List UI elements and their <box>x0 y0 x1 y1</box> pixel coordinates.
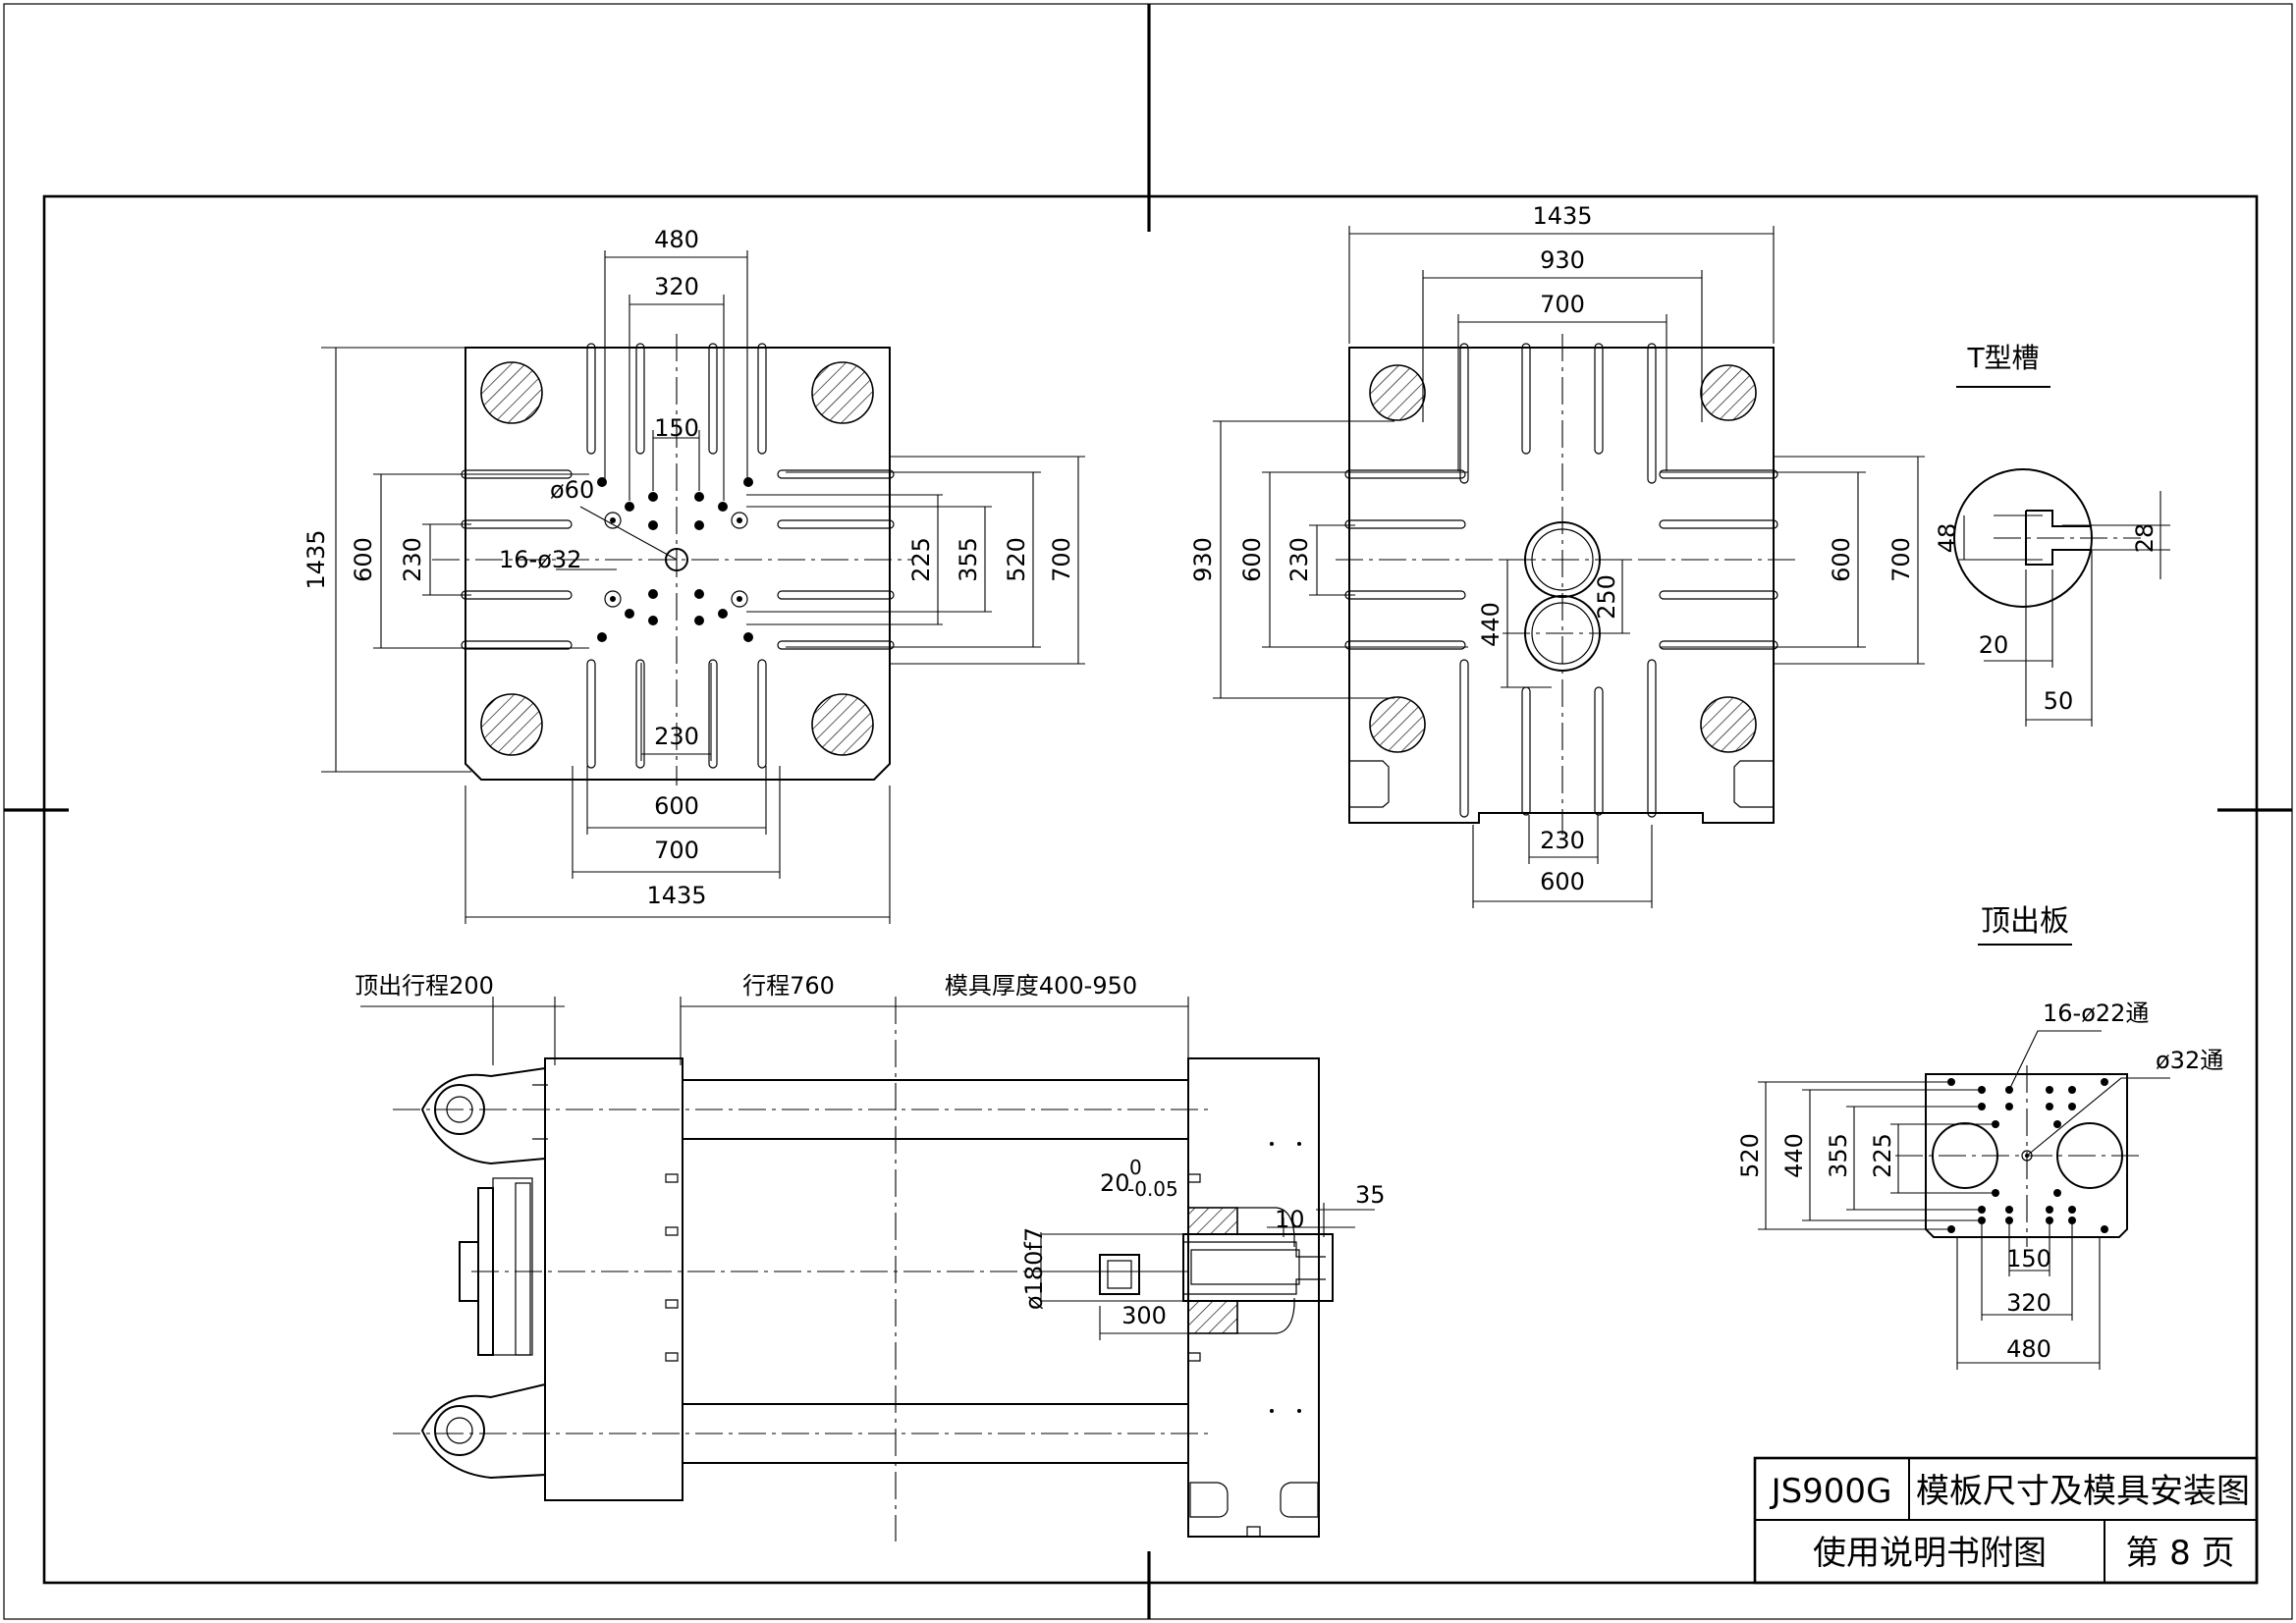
holes-22-label: 16-ø22通 <box>2043 1000 2149 1027</box>
dim-150: 150 <box>2006 1245 2051 1272</box>
dim-10: 10 <box>1275 1206 1305 1233</box>
drawing-title: 模板尺寸及模具安装图 <box>1916 1472 2250 1511</box>
dim-35: 35 <box>1355 1181 1386 1209</box>
dim-930: 930 <box>1540 246 1585 274</box>
t-slots <box>461 343 895 769</box>
dim-230-vertical: 230 <box>399 537 426 582</box>
moving-platen-view: 480 320 150 ø60 16-ø32 1435 600 230 225 … <box>302 226 1085 924</box>
dim-1435: 1435 <box>1532 202 1592 230</box>
t-slot-detail: T型槽 48 28 20 50 <box>1934 342 2170 727</box>
dim-320: 320 <box>654 273 699 300</box>
dim-700-bottom: 700 <box>654 837 699 864</box>
dim-600-vertical: 600 <box>350 537 377 582</box>
dim-700: 700 <box>1540 291 1585 318</box>
tolerance-lower: -0.05 <box>1127 1177 1178 1201</box>
dim-930-vertical: 930 <box>1189 537 1217 582</box>
dim-1435-bottom: 1435 <box>646 882 706 909</box>
dim-440: 440 <box>1477 602 1504 647</box>
title-block: JS900G 模板尺寸及模具安装图 使用说明书附图 第 8 页 <box>1753 1456 2259 1585</box>
dim-700-vertical: 700 <box>1048 537 1075 582</box>
model-number: JS900G <box>1770 1472 1892 1511</box>
dim-520: 520 <box>1003 537 1030 582</box>
screw-marks <box>1187 1173 1201 1362</box>
sheet-border <box>3 3 2293 1620</box>
hole-60-label: ø60 <box>550 476 594 504</box>
mold-thickness-label: 模具厚度400-950 <box>945 972 1137 1000</box>
dim-480: 480 <box>2006 1335 2051 1363</box>
dim-230-bottom: 230 <box>654 723 699 750</box>
dim-300: 300 <box>1121 1302 1167 1329</box>
dim-355: 355 <box>1825 1133 1852 1178</box>
dim-28: 28 <box>2131 523 2159 554</box>
dim-48: 48 <box>1934 523 1961 554</box>
dim-600-right: 600 <box>1828 537 1855 582</box>
dim-355: 355 <box>955 537 982 582</box>
dim-230-bottom: 230 <box>1540 827 1585 854</box>
tie-bar-hole <box>480 361 874 756</box>
dim-180f7: ø180f7 <box>1020 1227 1048 1310</box>
dim-480: 480 <box>654 226 699 253</box>
tie-bar-hole <box>1369 364 1757 753</box>
dim-600-bottom: 600 <box>654 792 699 820</box>
dim-320: 320 <box>2006 1289 2051 1317</box>
dim-150: 150 <box>654 414 699 442</box>
tolerance-20: 20 <box>1100 1169 1130 1197</box>
dim-440: 440 <box>1780 1133 1808 1178</box>
dim-250: 250 <box>1593 574 1620 620</box>
ejector-hole <box>597 477 753 642</box>
dim-225: 225 <box>907 537 935 582</box>
ejector-plate-detail: 顶出板 16-ø22通 ø32通 <box>1736 904 2223 1370</box>
stroke-label: 行程760 <box>742 972 835 1000</box>
dim-20: 20 <box>1979 631 2009 659</box>
clamping-unit-side-view: 顶出行程200 行程760 模具厚度400-950 <box>355 972 1386 1542</box>
dim-700-right: 700 <box>1887 537 1915 582</box>
dim-520: 520 <box>1736 1133 1764 1178</box>
page-number: 第 8 页 <box>2125 1534 2234 1573</box>
t-slot-marks <box>665 1173 679 1362</box>
holes-32-label: 16-ø32 <box>499 546 581 573</box>
ejector-plate-label: 顶出板 <box>1981 904 2069 939</box>
dim-230-vertical: 230 <box>1285 537 1313 582</box>
dim-50: 50 <box>2044 687 2074 715</box>
ejector-stroke-label: 顶出行程200 <box>355 972 494 1000</box>
dim-225: 225 <box>1869 1133 1896 1178</box>
dim-600-bottom: 600 <box>1540 868 1585 895</box>
t-slot-label: T型槽 <box>1966 342 2039 374</box>
tolerance-upper: 0 <box>1129 1156 1142 1179</box>
drawing-subtitle: 使用说明书附图 <box>1813 1534 2047 1573</box>
fixed-platen-view: 1435 930 700 930 600 230 440 250 600 700… <box>1189 202 1925 908</box>
dim-1435-vertical: 1435 <box>302 529 330 589</box>
hole-32-label: ø32通 <box>2156 1047 2223 1074</box>
dim-600-vertical: 600 <box>1238 537 1266 582</box>
